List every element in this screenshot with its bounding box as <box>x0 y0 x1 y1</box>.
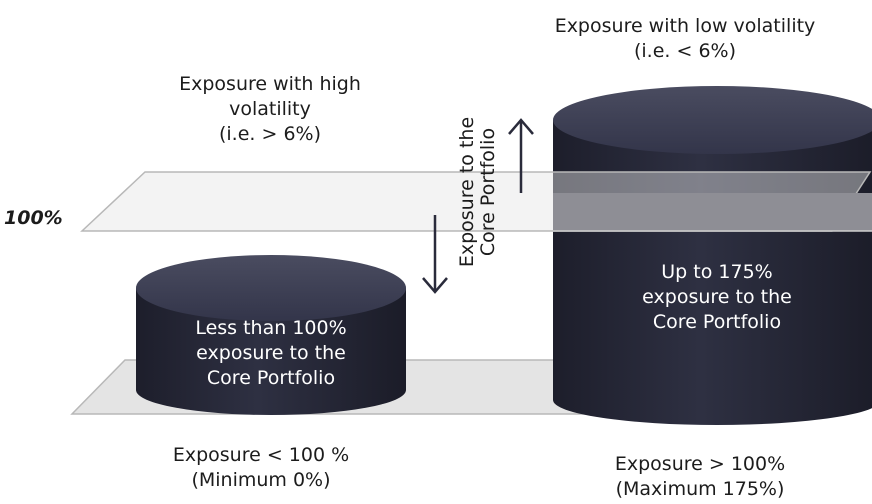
high-volatility-cylinder-line: Less than 100% <box>195 317 347 339</box>
reference-level-label: 100% <box>4 207 63 229</box>
arrow-up-icon <box>508 118 534 193</box>
reference-plane-band <box>553 193 872 231</box>
low-volatility-caption: Exposure > 100% (Maximum 175%) <box>580 452 820 502</box>
arrow-label: Exposure to the Core Portfolio <box>456 116 499 268</box>
low-volatility-cylinder-line: exposure to the <box>642 286 792 308</box>
low-volatility-cylinder <box>553 86 872 425</box>
low-volatility-heading-line: Exposure with low volatility <box>554 15 816 37</box>
low-volatility-cylinder-line: Up to 175% <box>661 261 773 283</box>
high-volatility-caption: Exposure < 100 % (Minimum 0%) <box>146 443 376 493</box>
high-volatility-cylinder-line: exposure to the <box>196 342 346 364</box>
low-volatility-caption-line: Exposure > 100% <box>614 453 786 475</box>
high-volatility-heading: Exposure with high volatility (i.e. > 6%… <box>150 72 390 147</box>
low-volatility-heading-line: (i.e. < 6%) <box>633 40 736 62</box>
low-volatility-cylinder-line: Core Portfolio <box>652 311 782 333</box>
high-volatility-heading-line: volatility <box>229 98 311 120</box>
high-volatility-cylinder-text: Less than 100% exposure to the Core Port… <box>156 316 386 391</box>
high-volatility-cylinder <box>136 255 406 415</box>
arrow-down-icon <box>422 215 448 294</box>
high-volatility-cylinder-line: Core Portfolio <box>206 367 336 389</box>
high-volatility-heading-line: (i.e. > 6%) <box>218 123 321 145</box>
low-volatility-caption-line: (Maximum 175%) <box>615 478 785 500</box>
high-volatility-caption-line: Exposure < 100 % <box>172 444 350 466</box>
low-volatility-heading: Exposure with low volatility (i.e. < 6%) <box>520 14 850 64</box>
low-volatility-cylinder-text: Up to 175% exposure to the Core Portfoli… <box>587 260 847 335</box>
arrow-label-line: Core Portfolio <box>477 127 499 257</box>
high-volatility-caption-line: (Minimum 0%) <box>191 469 331 491</box>
high-volatility-heading-line: Exposure with high <box>179 73 361 95</box>
arrow-label-line: Exposure to the <box>456 116 478 268</box>
